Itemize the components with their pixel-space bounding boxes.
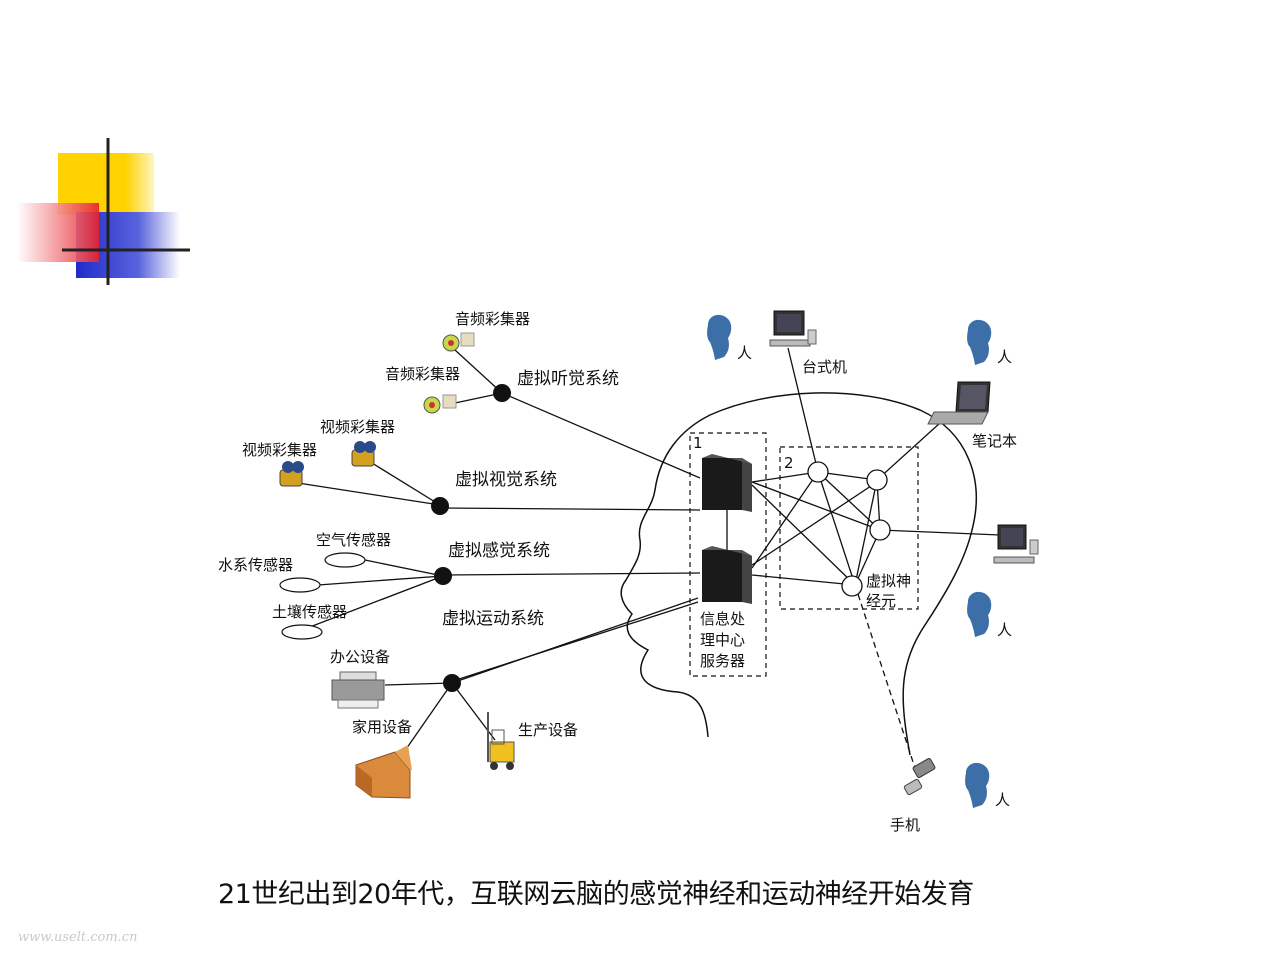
home-box-icon	[355, 745, 412, 799]
audio-collector-icon	[423, 394, 457, 414]
neuron-nodes	[807, 461, 891, 597]
visual-hub	[431, 497, 449, 515]
motor-hub	[443, 674, 461, 692]
person-head-icon	[967, 591, 992, 637]
corner-decoration	[17, 138, 190, 285]
video-collector-label: 视频彩集器	[320, 418, 395, 436]
visual-system-label: 虚拟视觉系统	[455, 470, 557, 490]
person-label: 人	[997, 621, 1012, 639]
sensory-hub	[434, 567, 452, 585]
desktop-computer-icon	[993, 524, 1039, 564]
auditory-system-label: 虚拟听觉系统	[517, 369, 619, 389]
server-box-number: 1	[693, 434, 703, 452]
auditory-hub	[493, 384, 511, 402]
phone-label: 手机	[890, 816, 920, 834]
neuron-box-number: 2	[784, 454, 794, 472]
neuron-label-line1: 虚拟神	[866, 572, 911, 590]
person-label: 人	[995, 791, 1010, 809]
water-sensor-label: 水系传感器	[218, 556, 293, 574]
air-sensor-label: 空气传感器	[316, 531, 391, 549]
laptop-label: 笔记本	[972, 432, 1017, 450]
watermark: www.uselt.com.cn	[18, 930, 138, 945]
neuron-node	[869, 519, 891, 541]
home-equipment-label: 家用设备	[352, 718, 412, 736]
desktop-label: 台式机	[802, 358, 847, 376]
neuron-node	[807, 461, 829, 483]
server-label-line2: 理中心	[700, 631, 745, 649]
person-head-icon	[967, 319, 992, 365]
hub-dots	[431, 384, 511, 692]
neuron-box	[779, 446, 919, 610]
phone-icon	[903, 758, 936, 796]
neuron-node	[866, 469, 888, 491]
person-label: 人	[997, 348, 1012, 366]
server-label-line1: 信息处	[700, 610, 745, 628]
sensor-ellipses	[279, 552, 366, 640]
air-sensor-icon	[324, 552, 366, 568]
office-equipment-label: 办公设备	[330, 648, 390, 666]
person-label: 人	[737, 344, 752, 362]
connection-lines	[297, 347, 1001, 769]
audio-collector-label: 音频彩集器	[455, 310, 530, 328]
head-outline	[620, 392, 977, 756]
forklift-icon	[487, 712, 515, 770]
person-head-icon	[707, 314, 732, 360]
soil-sensor-label: 土壤传感器	[272, 603, 347, 621]
neuron-label-line2: 经元	[866, 592, 896, 610]
video-camera-icon	[279, 461, 304, 487]
slide-caption: 21世纪出到20年代，互联网云脑的感觉神经和运动神经开始发育	[218, 879, 974, 910]
neuron-node	[841, 575, 863, 597]
water-sensor-icon	[279, 577, 321, 593]
server-icon-bottom	[702, 546, 752, 604]
person-icons	[707, 314, 992, 808]
server-icon-top	[702, 454, 752, 512]
person-head-icon	[965, 762, 990, 808]
video-collector-label: 视频彩集器	[242, 441, 317, 459]
server-label-line3: 服务器	[700, 652, 745, 670]
soil-sensor-icon	[281, 624, 323, 640]
server-box	[689, 432, 767, 677]
desktop-computer-icon	[769, 310, 817, 347]
motor-system-label: 虚拟运动系统	[442, 609, 544, 629]
printer-icon	[331, 671, 385, 709]
red-block	[17, 203, 99, 262]
sensory-system-label: 虚拟感觉系统	[448, 541, 550, 561]
audio-collector-label: 音频彩集器	[385, 365, 460, 383]
audio-collector-icon	[442, 332, 475, 352]
production-equipment-label: 生产设备	[518, 721, 578, 739]
laptop-icon	[927, 381, 991, 425]
video-camera-icon	[351, 441, 376, 467]
